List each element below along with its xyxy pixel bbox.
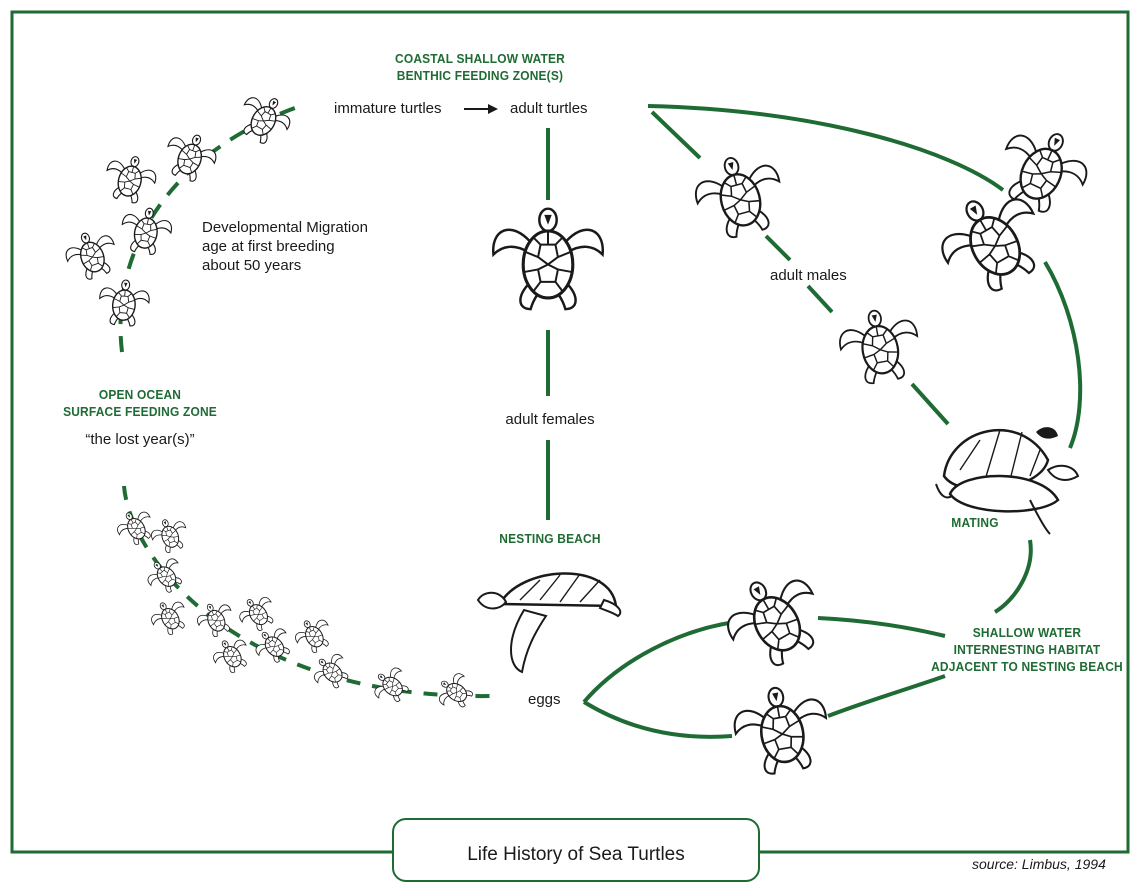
arrow-right-icon: [464, 104, 498, 114]
open-ocean-zone-label: OPEN OCEAN SURFACE FEEDING ZONE: [63, 387, 217, 419]
shallow-water-zone-label: SHALLOW WATER INTERNESTING HABITAT ADJAC…: [931, 625, 1123, 674]
diagram-title: Life History of Sea Turtles: [467, 844, 685, 865]
sea-turtle-icon: [117, 203, 176, 258]
sea-turtle-icon: [96, 277, 152, 329]
sea-turtle-icon: [727, 678, 836, 781]
sea-turtle-icon: [145, 593, 194, 641]
source-citation: source: Limbus, 1994: [972, 856, 1106, 872]
immature-turtles-label: immature turtles: [334, 100, 442, 117]
adult-males-label: adult males: [770, 267, 847, 284]
sea-turtle-icon: [207, 631, 256, 679]
sea-turtle-icon: [140, 550, 190, 600]
title-box: Life History of Sea Turtles: [392, 818, 760, 882]
sea-turtle-icon: [712, 559, 837, 681]
mating-turtles-icon: [935, 427, 1080, 535]
sea-turtle-icon: [158, 126, 223, 188]
developmental-migration-note: Developmental Migration age at first bre…: [202, 219, 368, 274]
eggs-label: eggs: [528, 691, 561, 708]
sea-turtle-icon: [147, 513, 193, 557]
sea-turtle-icon: [59, 224, 124, 286]
sea-turtle-icon: [231, 86, 299, 152]
sea-turtle-icon: [233, 589, 282, 638]
sea-turtle-icon: [306, 646, 356, 696]
nesting-beach-label: NESTING BEACH: [499, 531, 601, 546]
sea-turtle-icon: [289, 611, 338, 659]
sea-turtle-icon: [192, 596, 239, 642]
nesting-turtle-icon: [476, 572, 622, 674]
sea-turtle-icon: [99, 149, 161, 208]
sea-turtle-icon: [834, 302, 926, 389]
adult-females-label: adult females: [505, 411, 595, 428]
mating-label: MATING: [951, 515, 999, 530]
lost-years-label: “the lost year(s)”: [85, 431, 195, 448]
coastal-zone-label: COASTAL SHALLOW WATER BENTHIC FEEDING ZO…: [395, 51, 565, 83]
sea-turtle-icon: [111, 503, 160, 551]
adult-turtles-label: adult turtles: [510, 100, 588, 117]
sea-turtle-icon: [491, 207, 605, 311]
sea-turtle-icon: [687, 145, 792, 246]
sea-turtle-icon: [431, 667, 480, 716]
